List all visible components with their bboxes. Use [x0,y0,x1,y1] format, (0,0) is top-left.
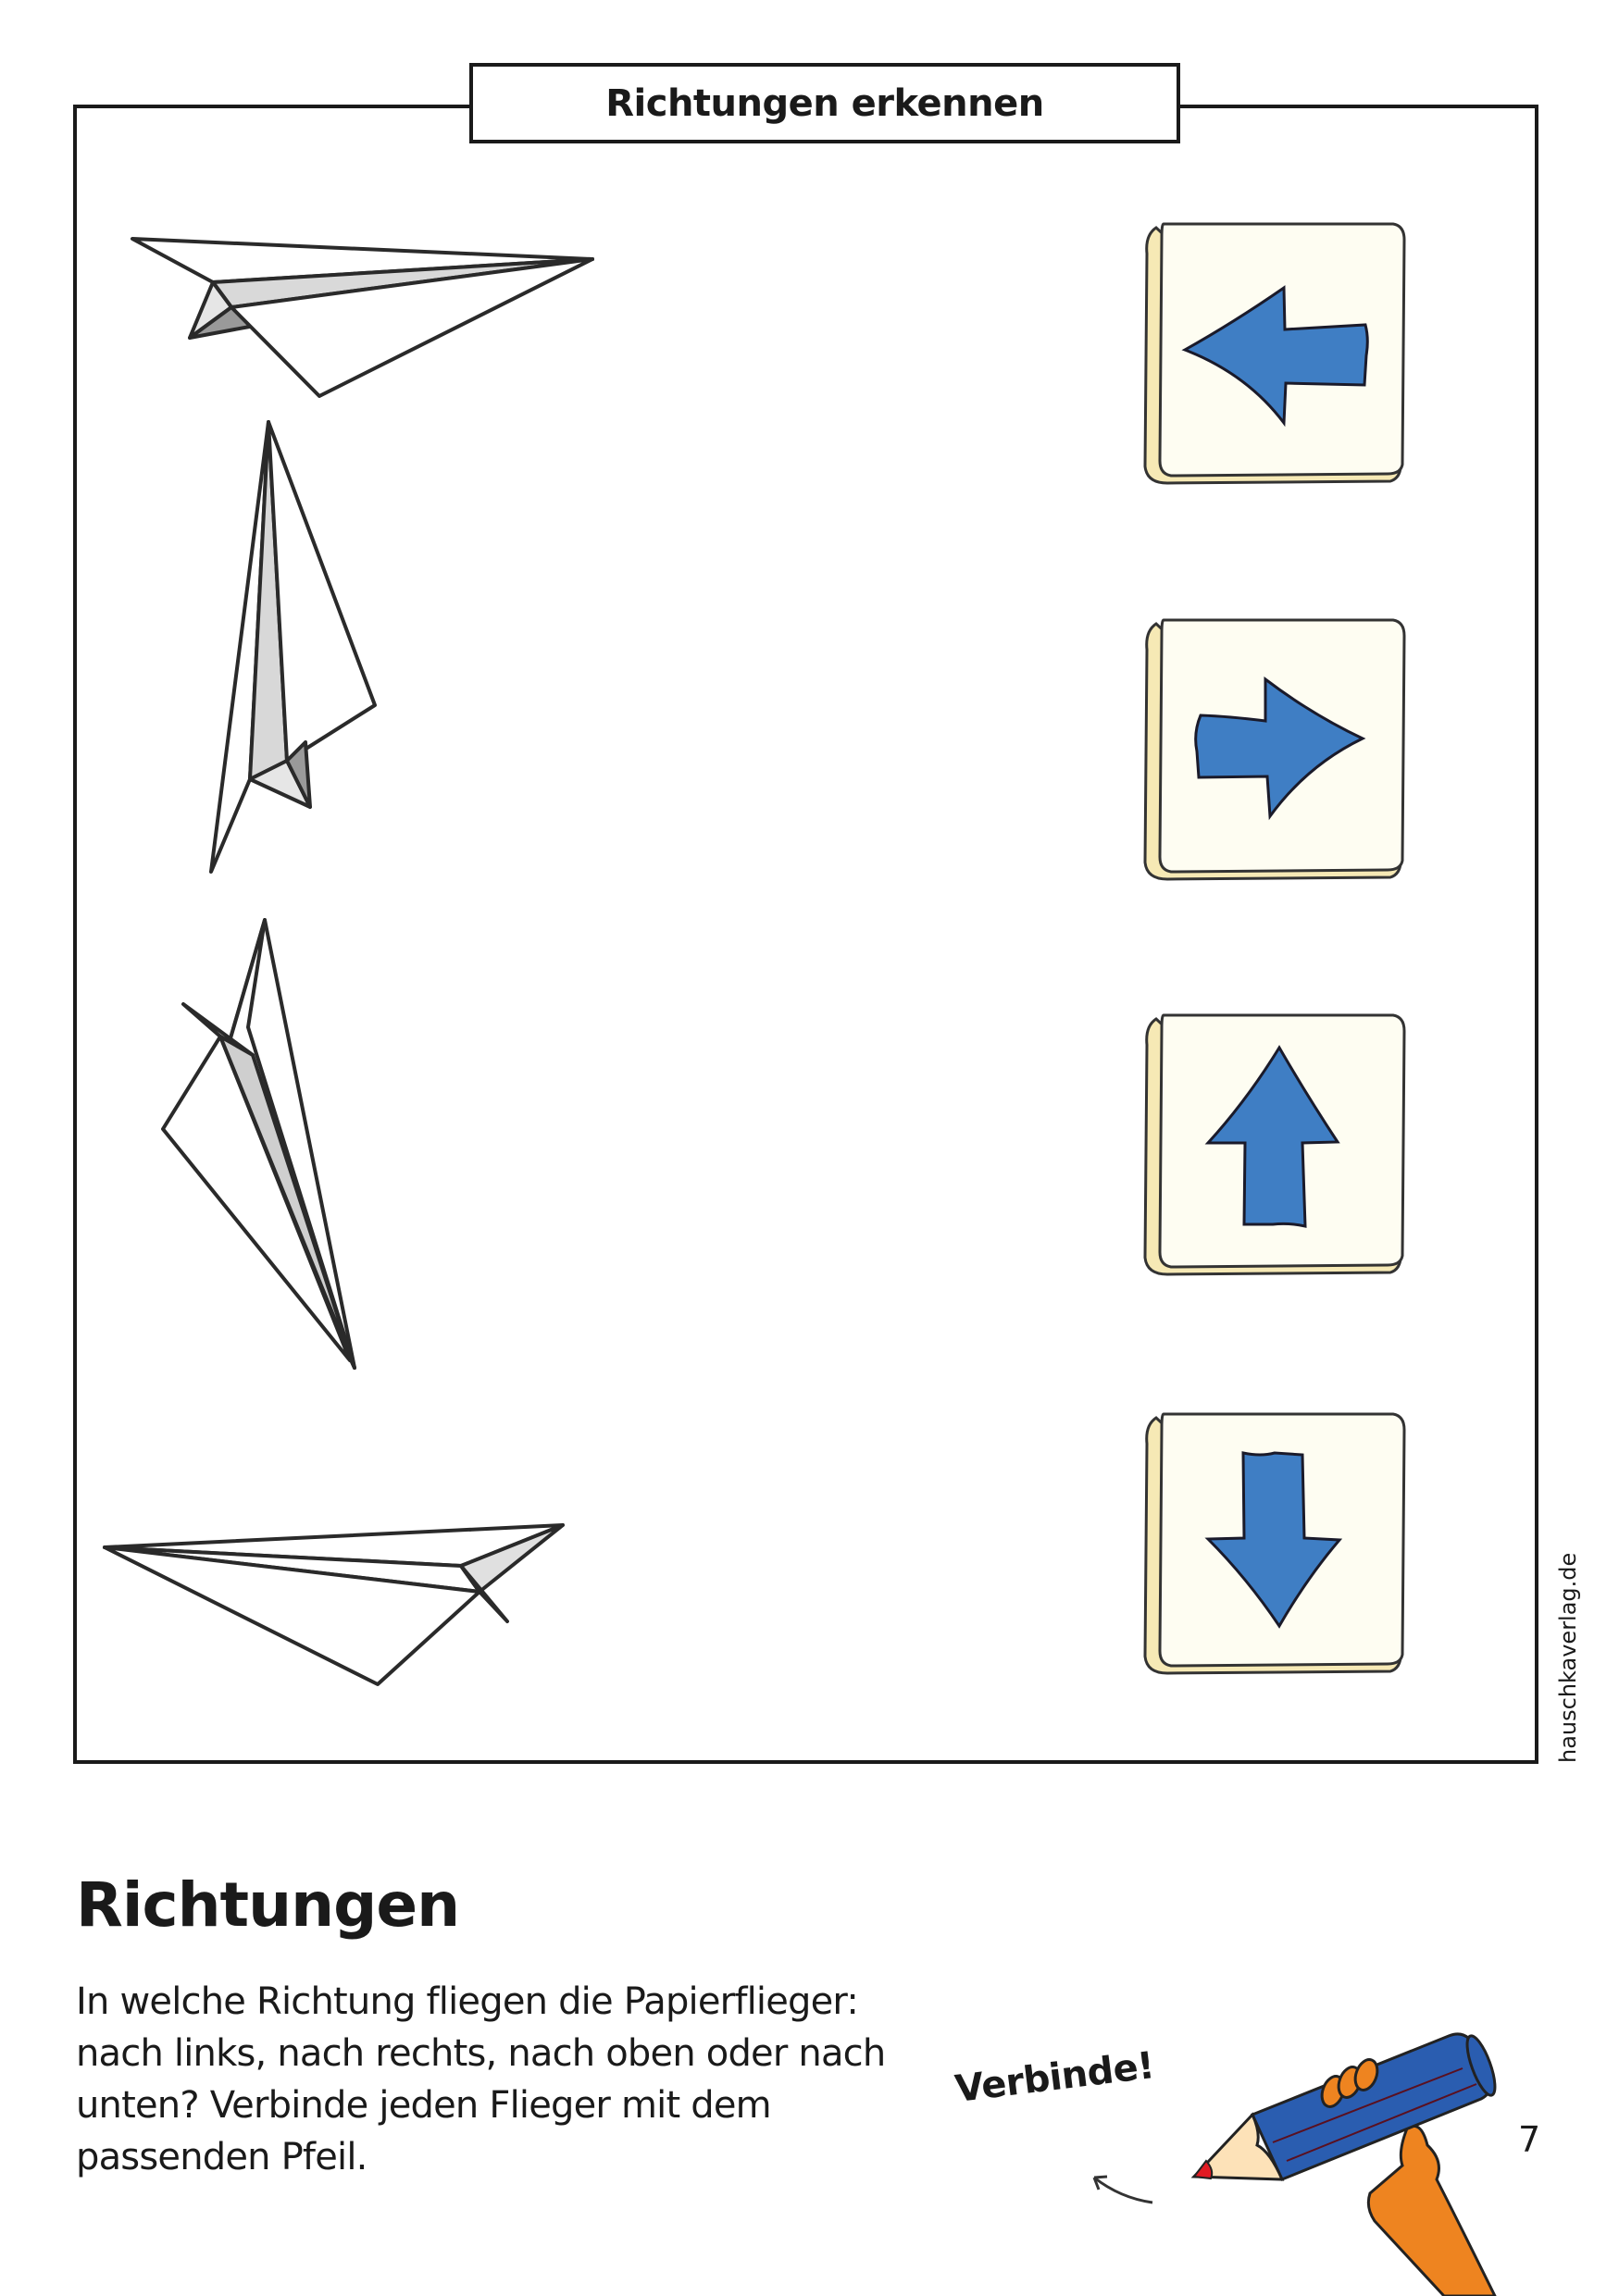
task-heading: Richtungen [76,1869,460,1941]
paper-plane-up-icon[interactable] [194,418,380,881]
curved-arrow-icon [1093,2176,1153,2204]
arrow-card-right[interactable] [1136,613,1410,887]
publisher-website: hauschkaverlag.de [1555,1552,1581,1763]
instruction-line: In welche Richtung fliegen die Papierfli… [76,1980,859,2023]
arrow-left-icon [1181,285,1369,428]
page-number: 7 [1518,2119,1541,2160]
exercise-title-box: Richtungen erkennen [469,63,1180,143]
arrow-down-icon [1204,1451,1343,1629]
instruction-line: unten? Verbinde jeden Flieger mit dem [76,2084,772,2127]
arrow-card-down[interactable] [1136,1407,1410,1681]
arrow-card-up[interactable] [1136,1008,1410,1282]
pencil-hand-icon [1092,2032,1497,2296]
paper-plane-up-tilted-icon[interactable] [156,916,368,1374]
instruction-line: passenden Pfeil. [76,2136,367,2178]
arrow-up-icon [1204,1045,1340,1228]
instruction-line: nach links, nach rechts, nach oben oder … [76,2032,886,2075]
task-instructions: In welche Richtung fliegen die Papierfli… [76,1976,965,2183]
arrow-right-icon [1194,676,1366,821]
arrow-card-left[interactable] [1136,217,1410,490]
paper-plane-left-icon[interactable] [100,1518,572,1689]
exercise-title: Richtungen erkennen [605,81,1044,125]
paper-plane-right-icon[interactable] [125,231,606,407]
